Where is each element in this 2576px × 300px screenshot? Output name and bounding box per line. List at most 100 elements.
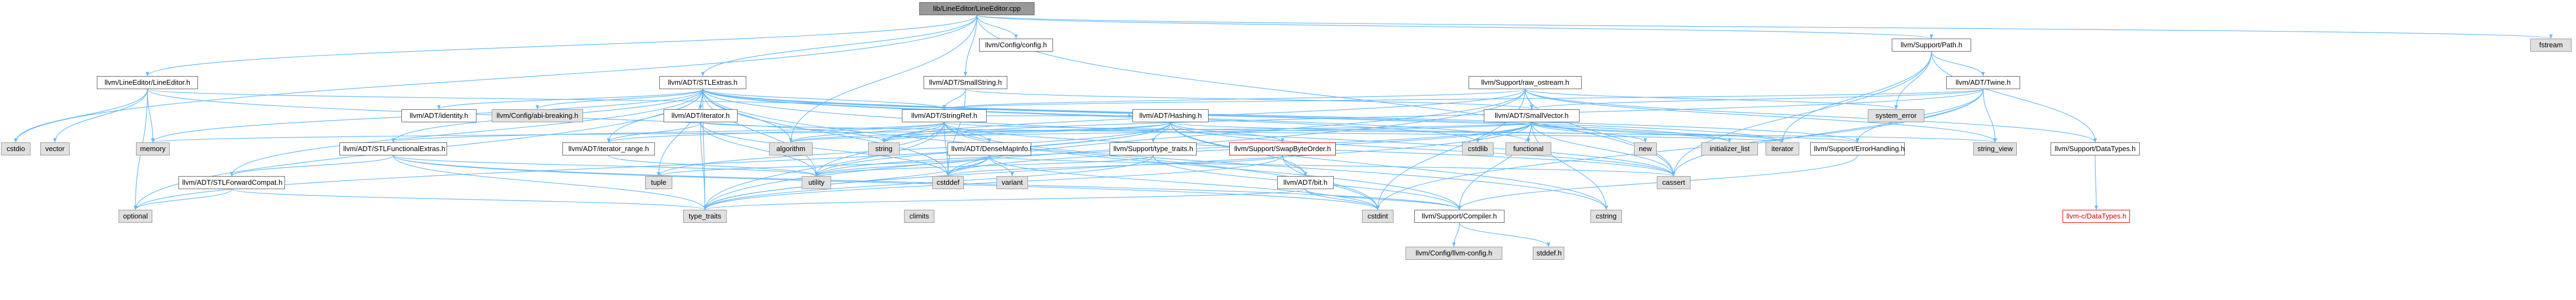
node-stlforwardcompat[interactable]: llvm/ADT/STLForwardCompat.h bbox=[178, 176, 285, 189]
node-errorhandling[interactable]: llvm/Support/ErrorHandling.h bbox=[1810, 142, 1905, 155]
node-iterator[interactable]: iterator bbox=[1766, 142, 1799, 155]
edge-n_stlextras-to-n_errorhandling bbox=[702, 89, 1860, 143]
node-llvm-config[interactable]: llvm/Config/llvm-config.h bbox=[1405, 247, 1502, 260]
node-system-error[interactable]: system_error bbox=[1868, 109, 1924, 122]
edge-n_denseinfo-to-n_utility bbox=[814, 155, 990, 177]
edge-n_twine-to-n_string_view bbox=[1983, 89, 1997, 143]
node-string-view[interactable]: string_view bbox=[1973, 142, 2017, 155]
node-climits[interactable]: climits bbox=[904, 210, 934, 223]
node-cstdio[interactable]: cstdio bbox=[1, 142, 30, 155]
edge-n_smallvector-to-n_initlist bbox=[1531, 122, 1732, 143]
node-hashing[interactable]: llvm/ADT/Hashing.h bbox=[1132, 109, 1209, 122]
node-optional[interactable]: optional bbox=[119, 210, 152, 223]
node-llvm-c-datatypes[interactable]: llvm-c/DataTypes.h bbox=[2063, 210, 2130, 223]
edge-n_iterator_h-to-n_type_traits bbox=[700, 122, 707, 210]
node-cstdlib[interactable]: cstdlib bbox=[1462, 142, 1494, 155]
edge-n_stlfunctional-to-n_utility bbox=[393, 155, 819, 177]
node-abi-breaking[interactable]: llvm/Config/abi-breaking.h bbox=[492, 109, 583, 122]
edge-n_path-to-n_twine bbox=[1931, 51, 1985, 77]
edge-n_stlforward-to-n_type_traits bbox=[231, 189, 707, 210]
edge-n_stringref-to-n_compiler bbox=[944, 122, 1462, 210]
edge-n_path-to-n_cassert bbox=[1671, 51, 1932, 177]
node-smallvector[interactable]: llvm/ADT/SmallVector.h bbox=[1484, 109, 1580, 122]
edge-n_smallvector-to-n_cstring bbox=[1531, 122, 1608, 210]
edge-n_stlextras-to-n_tuple bbox=[657, 89, 703, 177]
edge-n_hashing-to-n_string bbox=[882, 122, 1171, 143]
edge-n_smallvector-to-n_memory bbox=[151, 122, 1532, 143]
edge-n_stlextras-to-n_cassert bbox=[702, 89, 1676, 177]
edge-n_root-to-n_config_h bbox=[976, 15, 1018, 39]
edge-n_stringref-to-n_cstring bbox=[944, 122, 1608, 210]
edge-n_twine-to-n_cstdint bbox=[1376, 89, 1984, 210]
edge-n_smallvector-to-n_iterator bbox=[1531, 122, 1785, 143]
node-swapbyteorder[interactable]: llvm/Support/SwapByteOrder.h bbox=[1229, 142, 1336, 155]
edge-n_rawostream-to-n_datatypes bbox=[1525, 89, 2097, 143]
node-twine[interactable]: llvm/ADT/Twine.h bbox=[1946, 76, 2020, 89]
edge-n_swapbyte-to-n_bit bbox=[1282, 155, 1308, 177]
node-iterator-range[interactable]: llvm/ADT/iterator_range.h bbox=[562, 142, 655, 155]
node-densemapinfo[interactable]: llvm/ADT/DenseMapInfo.h bbox=[948, 142, 1031, 155]
node-lineeditor-h[interactable]: llvm/LineEditor/LineEditor.h bbox=[97, 76, 198, 89]
edge-n_denseinfo-to-n_cstdint bbox=[989, 155, 1380, 210]
node-initializer-list[interactable]: initializer_list bbox=[1701, 142, 1758, 155]
node-type-traits[interactable]: type_traits bbox=[683, 210, 727, 223]
node-path[interactable]: llvm/Support/Path.h bbox=[1892, 39, 1971, 52]
node-cstring[interactable]: cstring bbox=[1590, 210, 1622, 223]
edge-n_bit-to-n_type_traits bbox=[703, 189, 1306, 210]
edge-n_bit-to-n_cstdint bbox=[1305, 189, 1380, 210]
edge-n_stlextras-to-n_type_traits bbox=[702, 89, 707, 210]
edge-n_stlextras-to-n_iterator bbox=[702, 89, 1785, 143]
node-vector[interactable]: vector bbox=[40, 142, 70, 155]
node-variant[interactable]: variant bbox=[996, 176, 1028, 189]
edge-n_iterator_h-to-n_cstddef bbox=[700, 122, 950, 177]
node-stlextras[interactable]: llvm/ADT/STLExtras.h bbox=[659, 76, 746, 89]
node-utility[interactable]: utility bbox=[802, 176, 831, 189]
node-algorithm[interactable]: algorithm bbox=[769, 142, 813, 155]
node-datatypes[interactable]: llvm/Support/DataTypes.h bbox=[2051, 142, 2140, 155]
edge-n_denseinfo-to-n_variant bbox=[989, 155, 1014, 177]
edge-n_denseinfo-to-n_tuple bbox=[657, 155, 990, 177]
edge-n_rawostream-to-n_cassert bbox=[1525, 89, 1676, 177]
edge-n_root-to-n_stlextras bbox=[701, 15, 977, 77]
root-node[interactable]: lib/LineEditor/LineEditor.cpp bbox=[919, 2, 1035, 15]
node-iterator-h[interactable]: llvm/ADT/iterator.h bbox=[664, 109, 738, 122]
node-bit[interactable]: llvm/ADT/bit.h bbox=[1277, 176, 1334, 189]
edge-n_stlextras-to-n_cstdint bbox=[702, 89, 1380, 210]
edge-n_denseinfo-to-n_cassert bbox=[989, 155, 1675, 177]
node-config-h[interactable]: llvm/Config/config.h bbox=[979, 39, 1053, 52]
node-new[interactable]: new bbox=[1634, 142, 1657, 155]
edge-n_stringref-to-n_string bbox=[882, 122, 945, 143]
edge-n_hashing-to-n_cassert bbox=[1170, 122, 1676, 177]
edge-n_stlfunctional-to-n_type_traits bbox=[393, 155, 707, 210]
node-functional[interactable]: functional bbox=[1506, 142, 1551, 155]
node-cassert[interactable]: cassert bbox=[1657, 176, 1691, 189]
node-string[interactable]: string bbox=[868, 142, 900, 155]
node-compiler[interactable]: llvm/Support/Compiler.h bbox=[1414, 210, 1504, 223]
edge-n_stringref-to-n_string_view bbox=[944, 122, 1997, 143]
node-cstdint[interactable]: cstdint bbox=[1362, 210, 1394, 223]
edge-n_swapbyte-to-n_type_traits bbox=[703, 155, 1283, 210]
edge-n_iterator_h-to-n_iterator bbox=[700, 122, 1784, 143]
edge-n_rawostream-to-n_system_error bbox=[1525, 89, 1898, 110]
edge-n_twine-to-n_smallvector bbox=[1530, 89, 1984, 110]
edge-n_root-to-n_algorithm bbox=[789, 15, 977, 143]
node-stlfunctional[interactable]: llvm/ADT/STLFunctionalExtras.h bbox=[339, 142, 447, 155]
edge-n_smallvector-to-n_algorithm bbox=[789, 122, 1532, 143]
node-identity[interactable]: llvm/ADT/identity.h bbox=[401, 109, 476, 122]
node-support-type-traits[interactable]: llvm/Support/type_traits.h bbox=[1110, 142, 1197, 155]
node-fstream[interactable]: fstream bbox=[2530, 39, 2572, 52]
edge-n_path-to-n_datatypes bbox=[1931, 51, 2097, 143]
edge-n_lineeditor_h-to-n_cstdio bbox=[14, 89, 148, 143]
edge-n_compiler-to-n_cstddef_h bbox=[1459, 222, 1551, 247]
node-tuple[interactable]: tuple bbox=[645, 176, 672, 189]
edge-n_denseinfo-to-n_type_traits bbox=[703, 155, 990, 210]
node-raw-ostream[interactable]: llvm/Support/raw_ostream.h bbox=[1469, 76, 1582, 89]
edge-n_root-to-n_lineeditor_h bbox=[145, 15, 977, 77]
node-smallstring[interactable]: llvm/ADT/SmallString.h bbox=[924, 76, 1007, 89]
edge-n_smallvector-to-n_compiler bbox=[1457, 122, 1532, 210]
node-stringref[interactable]: llvm/ADT/StringRef.h bbox=[902, 109, 987, 122]
node-cstddef[interactable]: cstddef bbox=[932, 176, 964, 189]
edge-n_stringref-to-n_denseinfo bbox=[944, 122, 992, 143]
node-memory[interactable]: memory bbox=[136, 142, 170, 155]
node-stddef-h[interactable]: stddef.h bbox=[1533, 247, 1564, 260]
